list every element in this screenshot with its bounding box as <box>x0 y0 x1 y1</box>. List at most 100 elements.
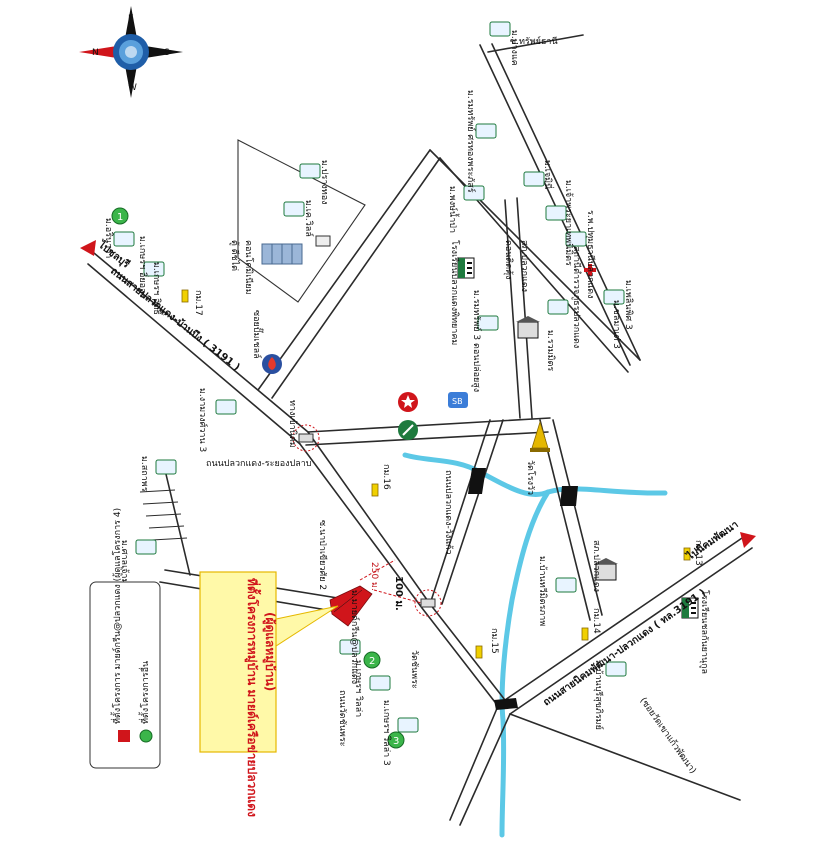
badge-3-text: 3 <box>393 736 399 747</box>
road-right-south-a <box>539 419 591 621</box>
project-sub: (ผู้ดูแลหมู่บ้าน) <box>262 612 277 691</box>
village-icon-group <box>113 21 627 733</box>
hospital-icon <box>584 264 596 276</box>
label-wat: วัดชันพระ <box>409 650 419 689</box>
legend-box <box>89 581 161 769</box>
label-village-banpin: ม.บ้านบุรีสุขภิรมย์ <box>593 660 605 730</box>
compass-rose-icon: E S W N <box>79 6 183 98</box>
label-hospital: ร.พ.ปทุมธานีปลวกแดง <box>585 210 596 299</box>
road-police-a <box>504 199 521 419</box>
road-north-a <box>479 44 631 366</box>
junction-1-icon <box>298 433 314 443</box>
legend-project-swatch <box>118 730 130 742</box>
arrow-to-nikom-icon <box>740 532 756 548</box>
badge-1: 1 <box>111 207 129 225</box>
bank-icon: SB <box>448 392 468 408</box>
project-name: ที่ตั้งโครงการหมู่บ้าน มายด์เครือข่ายปลว… <box>244 578 262 817</box>
condo-building-icon <box>261 243 303 265</box>
label-dist-250: 250 ม. <box>369 562 379 591</box>
label-district-office: สภ.ปลวกแดง <box>591 540 601 592</box>
road-3191-right-a <box>504 535 746 701</box>
svg-text:SB: SB <box>452 397 463 406</box>
label-ruammit: ม.รวมมิตร <box>545 330 556 371</box>
road-3191-left-b <box>87 263 301 445</box>
school-icon-right <box>681 597 699 619</box>
label-village-mina: ม.ศาลเจ้าม <box>119 540 130 584</box>
legend-project-text: ที่ตั้งโครงการ มายด์กรีน@ปลวกแดง (ผู้ดูแ… <box>110 508 123 724</box>
dist-250-line <box>359 559 396 581</box>
label-kesara-w: ม.เกษรฯ วิลล่า <box>353 660 364 717</box>
compass-s: S <box>164 48 170 58</box>
label-km13: กม.13 <box>693 540 703 566</box>
label-kesara2: ม.เกษรฯ อิทธิ์ <box>151 262 164 316</box>
label-village-bangkhae: ม.บางแค <box>509 30 519 66</box>
bridge-icon <box>468 468 486 494</box>
label-village-gemini: ม.เจมินี่ <box>542 160 555 189</box>
road-north-b <box>491 43 641 361</box>
label-km14: กม.14 <box>591 608 601 634</box>
industrial-zone <box>237 139 366 303</box>
label-ngamwong: ม.งามวงศ์วาน 3 <box>197 388 209 452</box>
road-police-b <box>516 197 533 419</box>
bridge-icon-3 <box>494 698 518 710</box>
police-icon <box>516 316 540 339</box>
compass-e: E <box>128 14 134 24</box>
label-lbpark: ตู้ ตีชไต่ <box>229 240 240 271</box>
project-site-area <box>329 585 373 627</box>
factory-icon <box>315 235 331 247</box>
road-top-street <box>487 34 584 53</box>
road-bottom-right-a <box>509 713 741 801</box>
km-markers <box>181 289 691 659</box>
label-village-ploenpit: ม.เพลินพิศ 3 <box>623 280 634 330</box>
badge-1-text: 1 <box>117 212 123 223</box>
star-logo-icon <box>398 392 418 412</box>
road-bottom-b <box>459 713 511 826</box>
compass-n: N <box>92 48 99 58</box>
label-village-ponyfarm: ม.ปรางทอง <box>319 160 329 205</box>
label-school-right: โรงเรียนชลกันยานุกูล <box>699 590 710 674</box>
legend-other-swatch <box>139 729 153 743</box>
label-village-1: ม.อรินาวา <box>103 218 114 258</box>
label-km17: กม.17 <box>193 290 203 316</box>
label-village-kvill: ม.เค.วิลล์ <box>303 200 315 237</box>
road-bottom-a <box>449 705 499 821</box>
gas-station-icon <box>262 354 282 374</box>
project-callout <box>199 571 277 753</box>
road-right-south-b <box>552 419 603 616</box>
label-dondidkhung: ดอนดิดคุ้ง <box>503 240 514 280</box>
label-chalerm: ม.ชลมาเต่ 3 <box>611 300 621 349</box>
badge-2: 2 <box>363 651 381 669</box>
label-village-sathukit: ม.สถาพร <box>139 456 149 492</box>
arrow-to-chonburi-icon <box>80 240 96 256</box>
road-upper-b <box>271 157 441 399</box>
badge-2-text: 2 <box>369 656 375 667</box>
label-road-watchanpra: ถนนวัดชันพระ <box>337 690 347 747</box>
project-hatch <box>333 589 363 613</box>
label-road-top: ซ.ทรัพย์ธานี <box>510 35 558 47</box>
label-soi-x: ซ.นาป่าเขียวศัย 2 <box>317 520 328 590</box>
road-upper-a <box>257 149 431 391</box>
label-gas-soi: ซอยปั๊มเชลล์ <box>251 310 264 359</box>
road-top-a <box>429 149 641 361</box>
dist-100-line <box>373 589 426 605</box>
label-road-main-left: ถนนสายปลวกแดง-บ้านบึง ( 3191 ) <box>108 265 242 374</box>
legend-other-text: ที่ตั้งโครงการอื่น <box>138 661 151 724</box>
junction-1 <box>292 424 320 452</box>
label-bantawee: ม.บ้านทวีมิตรภาพ <box>537 556 548 626</box>
road-left-vert <box>164 469 191 576</box>
label-kesara3: ม.เกษรฯ วิลล่า 3 <box>381 700 392 766</box>
temple-icon <box>530 420 550 452</box>
label-village-pongnampa: ม.พงษ์น้ำป่า <box>447 186 460 233</box>
road-pluak-kaew-b <box>441 419 504 605</box>
road-3191-right-b <box>509 547 753 715</box>
small-soi-group <box>139 489 188 541</box>
road-cross-a <box>307 417 551 433</box>
label-village-suppakorn: ม.รมทรัพย์ ศรทองพระภัสร์ <box>465 90 477 193</box>
junction-2-icon <box>420 598 436 608</box>
river-main <box>402 452 668 498</box>
compass-w: W <box>128 83 137 93</box>
label-condo: คอนโดมิเนียม <box>243 240 254 295</box>
label-police-station-road: สถานีตำรวจภูธรปลวกแดง <box>571 246 582 348</box>
label-dist-100: 100 ม. <box>393 576 404 611</box>
